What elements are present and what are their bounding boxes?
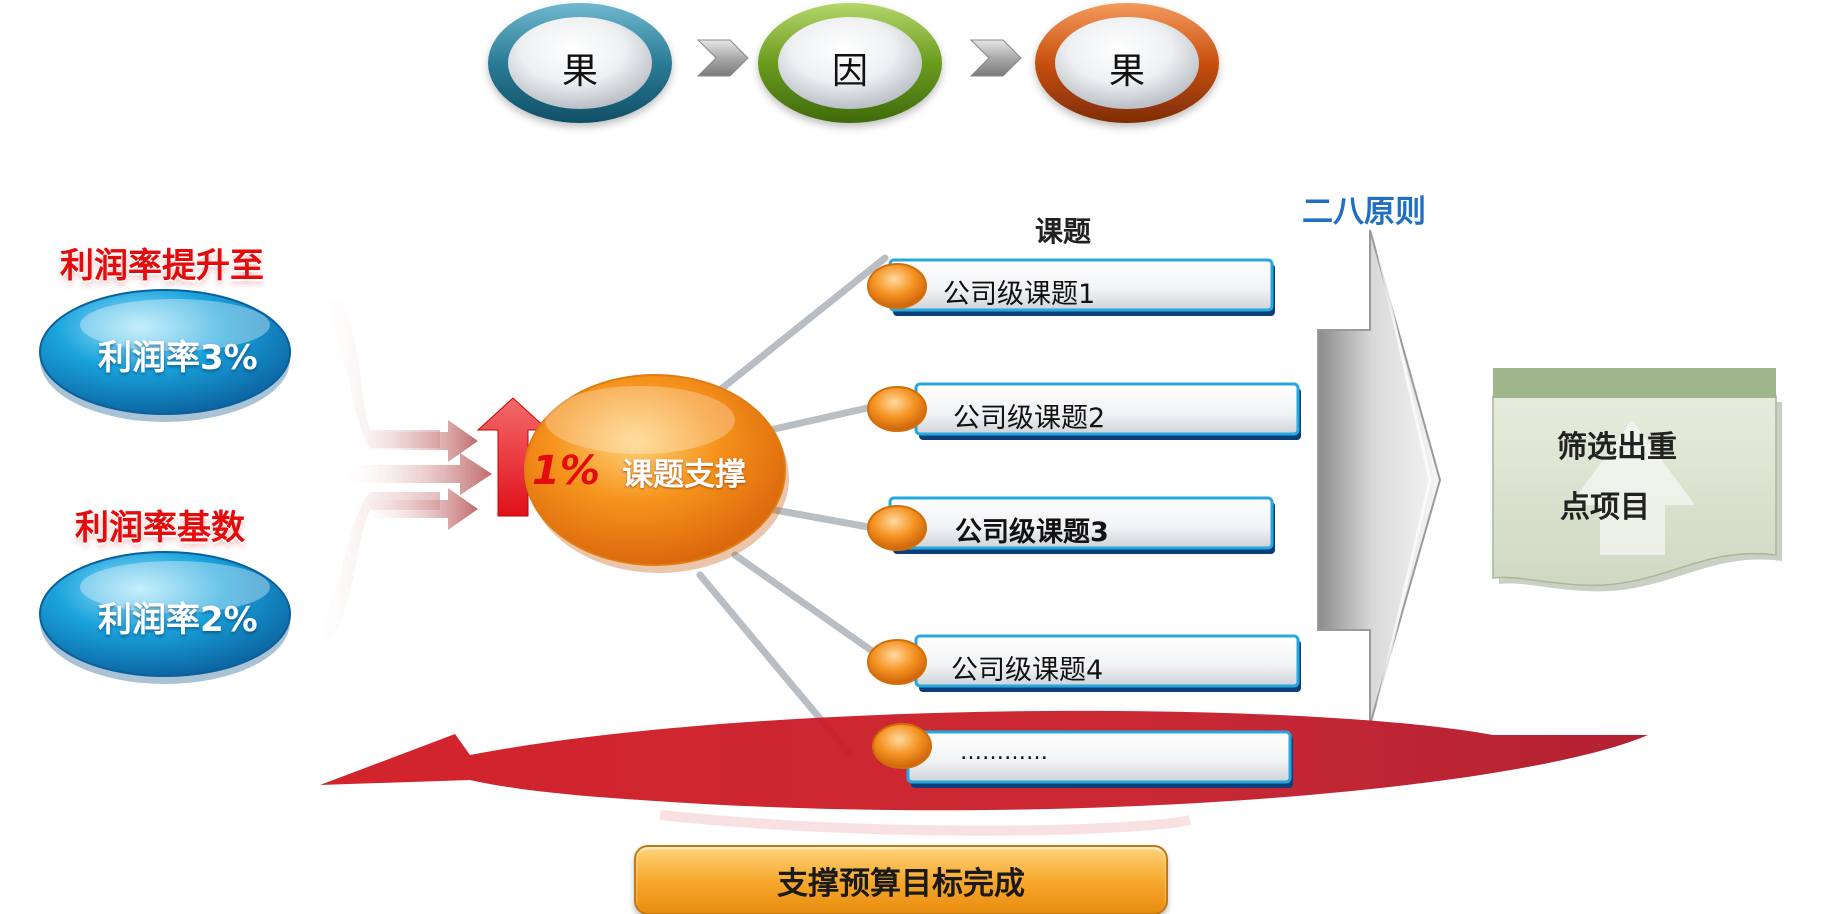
flow-step-ring-2 bbox=[758, 3, 942, 123]
budget-goal-label: 支撑预算目标完成 bbox=[777, 865, 1025, 902]
increase-percent: 1% bbox=[532, 448, 600, 494]
principle-label: 二八原则 bbox=[1302, 194, 1426, 230]
flow-step-3-label: 果 bbox=[1108, 51, 1145, 92]
flow-step-ring-3 bbox=[1035, 3, 1219, 123]
chevron-right-icon bbox=[696, 39, 749, 77]
topic-bar-5 bbox=[872, 723, 1293, 788]
topic-4-label: 公司级课题4 bbox=[951, 655, 1104, 686]
hub-circle bbox=[524, 374, 789, 573]
base-rate-label: 利润率基数 bbox=[75, 508, 245, 548]
target-rate-label: 利润率提升至 bbox=[60, 246, 264, 286]
hub-label: 课题支撑 bbox=[622, 457, 746, 493]
topic-bar-3 bbox=[867, 496, 1275, 554]
topics-title: 课题 bbox=[1035, 215, 1092, 248]
result-line-1: 筛选出重 bbox=[1557, 430, 1677, 465]
topic-1-label: 公司级课题1 bbox=[943, 279, 1096, 310]
target-rate-pill bbox=[39, 289, 291, 422]
topic-3-label: 公司级课题3 bbox=[955, 517, 1109, 548]
result-document bbox=[1492, 368, 1782, 592]
topic-2-label: 公司级课题2 bbox=[953, 403, 1106, 434]
topic-bar-4 bbox=[867, 634, 1301, 692]
flow-step-ring-1 bbox=[488, 3, 672, 123]
base-rate-value: 利润率2% bbox=[98, 600, 258, 640]
input-flow-arrows bbox=[310, 300, 492, 640]
flow-step-2-label: 因 bbox=[831, 51, 868, 92]
principle-arrow-icon bbox=[1317, 229, 1442, 726]
base-rate-pill bbox=[39, 551, 291, 684]
topic-5-label: ………… bbox=[960, 740, 1048, 765]
result-line-2: 点项目 bbox=[1560, 490, 1650, 525]
chevron-right-icon bbox=[969, 39, 1022, 77]
topic-bar-2 bbox=[867, 382, 1301, 440]
budget-goal-button[interactable]: 支撑预算目标完成 bbox=[634, 845, 1168, 914]
target-rate-value: 利润率3% bbox=[98, 338, 258, 378]
topic-bar-1 bbox=[867, 258, 1275, 316]
increase-arrow-icon bbox=[476, 397, 550, 517]
flow-step-1-label: 果 bbox=[561, 51, 598, 92]
